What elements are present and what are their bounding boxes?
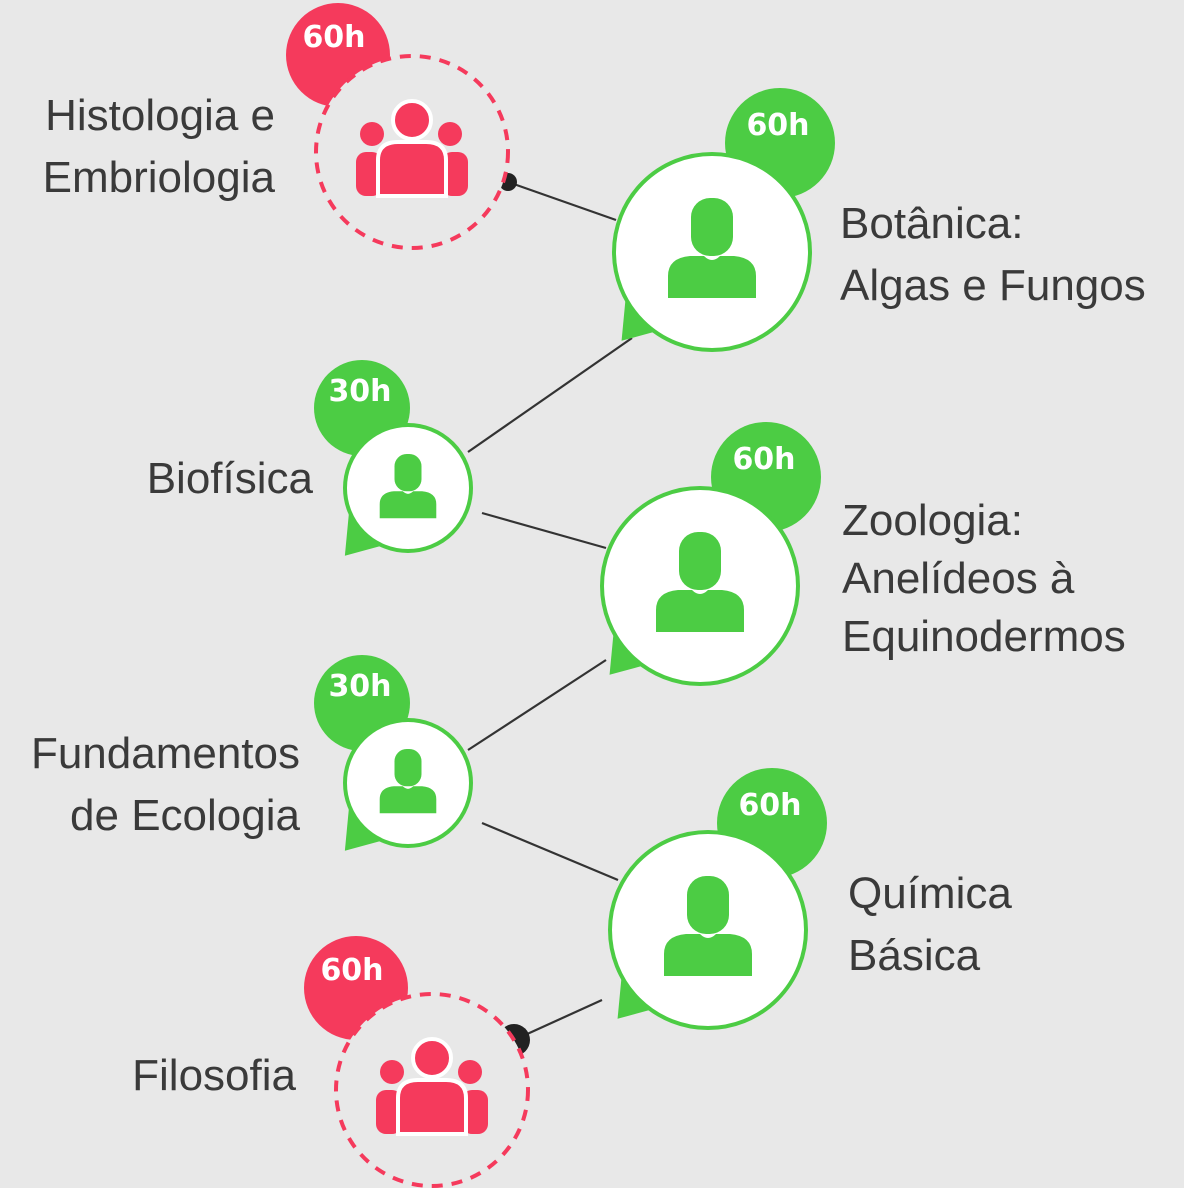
person-icon bbox=[379, 454, 437, 519]
course-label-line: Filosofia bbox=[132, 1051, 296, 1100]
hours-badge-text: 30h bbox=[328, 374, 391, 409]
connector-line bbox=[467, 337, 633, 453]
hours-badge-text: 30h bbox=[328, 669, 391, 704]
course-label: Histologia e Embriologia bbox=[43, 91, 276, 202]
course-label: Zoologia: Anelídeos à Equinodermos bbox=[842, 496, 1126, 661]
person-icon bbox=[379, 749, 437, 814]
connector-line bbox=[481, 821, 619, 882]
person-icon bbox=[668, 198, 756, 298]
course-label-line: Química bbox=[848, 869, 1012, 918]
hours-badge-text: 60h bbox=[302, 20, 365, 55]
course-label-line: Anelídeos à bbox=[842, 554, 1075, 603]
course-label-line: Embriologia bbox=[43, 153, 276, 202]
course-label-line: de Ecologia bbox=[70, 791, 300, 840]
connector-line bbox=[507, 180, 617, 222]
course-label-line: Fundamentos bbox=[31, 729, 300, 778]
hours-badge-text: 60h bbox=[738, 788, 801, 823]
hours-badge-text: 60h bbox=[746, 108, 809, 143]
course-label: Botânica: Algas e Fungos bbox=[840, 199, 1146, 310]
person-icon bbox=[656, 532, 744, 632]
course-label-line: Biofísica bbox=[147, 454, 314, 503]
course-label-line: Algas e Fungos bbox=[840, 261, 1146, 310]
group-icon bbox=[356, 99, 468, 198]
course-label-line: Zoologia: bbox=[842, 496, 1023, 545]
group-icon bbox=[376, 1037, 488, 1136]
hours-badge-text: 60h bbox=[320, 953, 383, 988]
course-label: Fundamentos de Ecologia bbox=[31, 729, 301, 840]
course-label-line: Botânica: bbox=[840, 199, 1023, 248]
course-label: Filosofia bbox=[132, 1051, 296, 1100]
connector-line bbox=[467, 659, 607, 751]
course-label: Biofísica bbox=[147, 454, 314, 503]
person-icon bbox=[664, 876, 752, 976]
connector-line bbox=[481, 511, 607, 550]
connector-line bbox=[513, 998, 603, 1042]
hours-badge-text: 60h bbox=[732, 442, 795, 477]
course-label-line: Histologia e bbox=[45, 91, 275, 140]
course-label-line: Básica bbox=[848, 931, 981, 980]
course-label-line: Equinodermos bbox=[842, 612, 1126, 661]
